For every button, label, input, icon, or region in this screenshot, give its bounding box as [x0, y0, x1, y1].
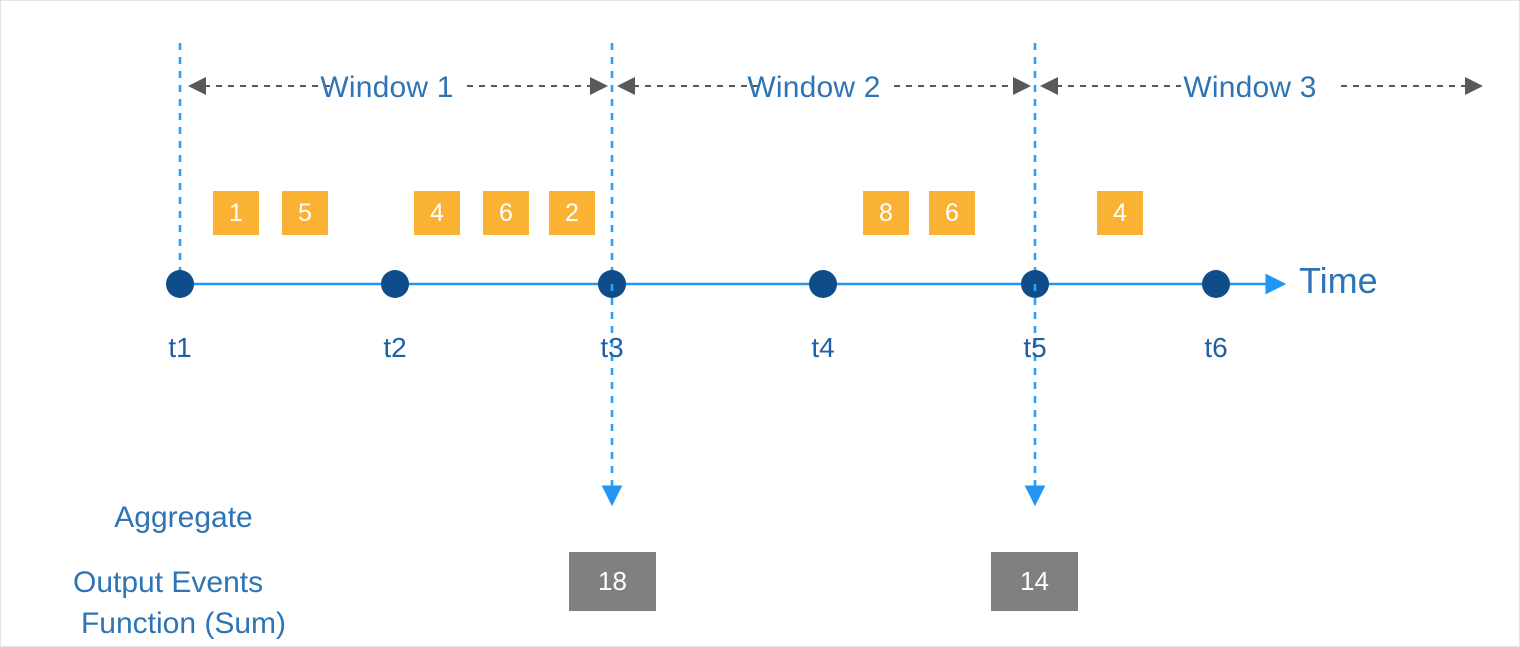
event-box[interactable]: 2 — [549, 191, 595, 235]
timeline-dot-t3 — [598, 270, 626, 298]
event-box[interactable]: 4 — [414, 191, 460, 235]
output-box[interactable]: 18 — [569, 552, 656, 611]
output-box[interactable]: 14 — [991, 552, 1078, 611]
tick-label-t2: t2 — [383, 332, 407, 363]
timeline-dot-t1 — [166, 270, 194, 298]
timeline-dot-t6 — [1202, 270, 1230, 298]
tick-label-t6: t6 — [1204, 332, 1228, 363]
event-box[interactable]: 6 — [483, 191, 529, 235]
window-label-3: Window 3 — [1183, 71, 1317, 104]
timeline-dot-t5 — [1021, 270, 1049, 298]
event-box[interactable]: 6 — [929, 191, 975, 235]
aggregate-function-label: Aggregate Function (Sum) — [76, 429, 291, 646]
timeline-dot-t4 — [809, 270, 837, 298]
time-axis-label: Time — [1299, 260, 1378, 301]
output-arrows — [601, 284, 1046, 507]
aggregate-function-label-line2: Function (Sum) — [80, 606, 287, 640]
output-events-label: Output Events — [73, 566, 264, 599]
event-box[interactable]: 4 — [1097, 191, 1143, 235]
event-box[interactable]: 5 — [282, 191, 328, 235]
tick-label-t3: t3 — [600, 332, 624, 363]
event-box[interactable]: 8 — [863, 191, 909, 235]
window-boundary-lines — [178, 43, 1037, 284]
aggregate-function-label-line1: Aggregate — [114, 500, 253, 534]
tick-label-t1: t1 — [168, 332, 192, 363]
timeline-dot-t2 — [381, 270, 409, 298]
window-label-2: Window 2 — [747, 71, 881, 104]
window-label-1: Window 1 — [320, 71, 454, 104]
time-axis — [166, 270, 1287, 298]
event-box[interactable]: 1 — [213, 191, 259, 235]
tick-label-t4: t4 — [811, 332, 835, 363]
tick-label-t5: t5 — [1023, 332, 1047, 363]
